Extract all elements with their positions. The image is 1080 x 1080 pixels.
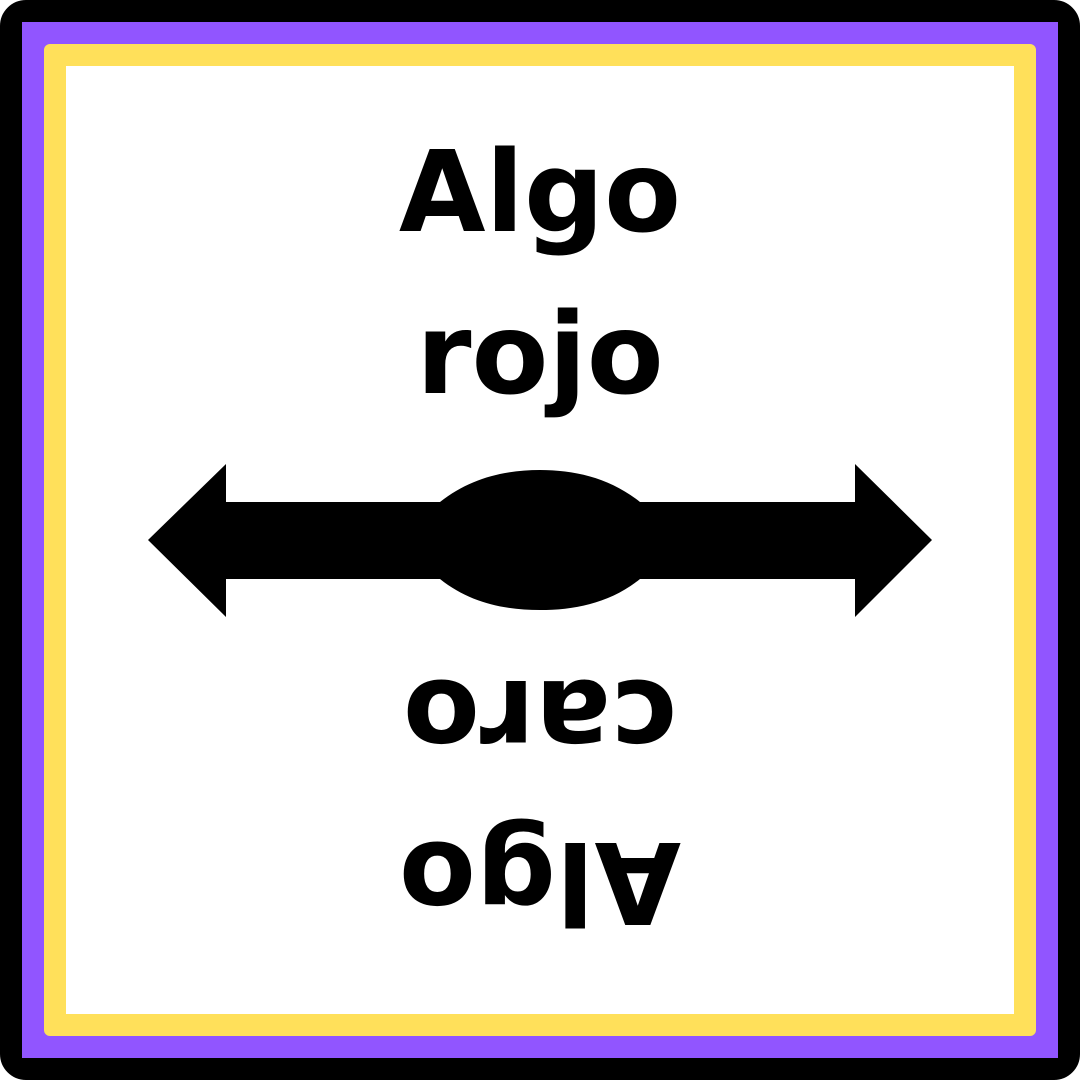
bottom-phrase: Algo caro <box>0 638 1080 962</box>
bottom-phrase-line-2: caro <box>402 654 678 784</box>
top-phrase: Algo rojo <box>0 112 1080 436</box>
bottom-phrase-line-1: Algo <box>398 816 682 946</box>
purple-frame <box>22 22 1058 1058</box>
top-phrase-line-1: Algo <box>398 128 682 258</box>
top-phrase-line-2: rojo <box>416 290 664 420</box>
